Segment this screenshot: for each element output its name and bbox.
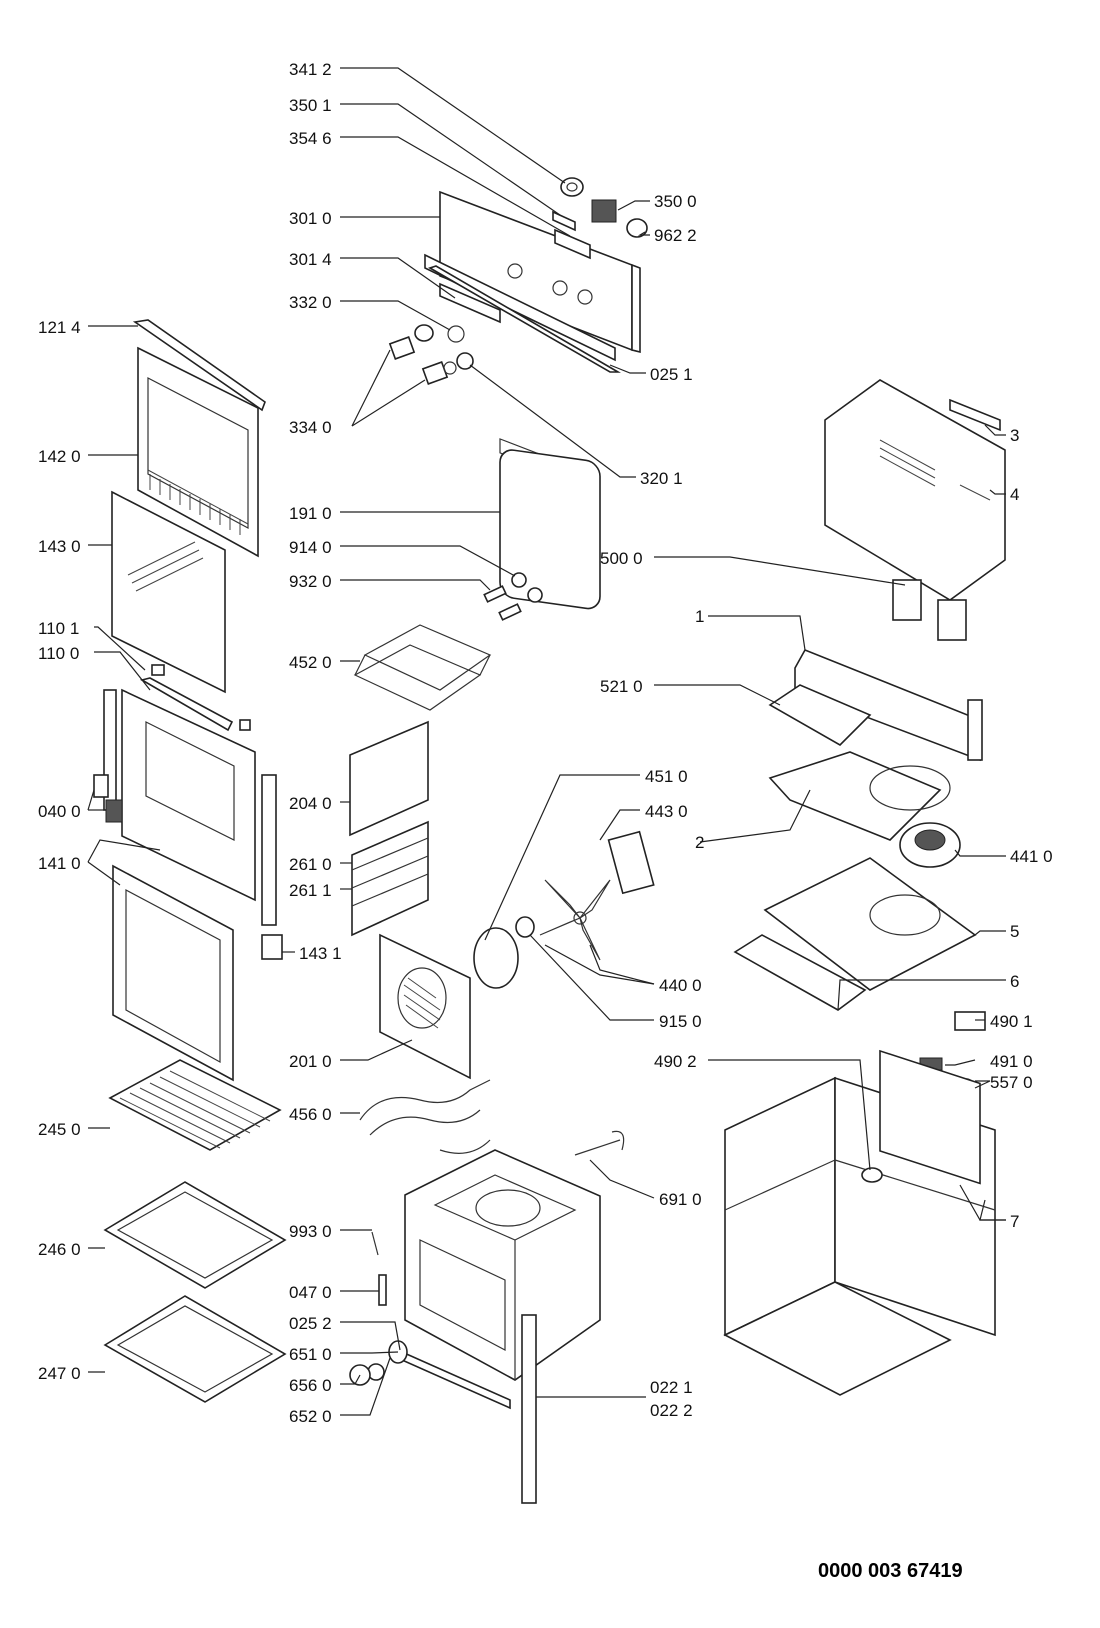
label-652-0: 652 0 [289,1407,332,1426]
document-number: 0000 003 67419 [818,1560,963,1582]
right-assembly [723,379,1006,1396]
label-490-1: 490 1 [990,1012,1033,1031]
label-451-0: 451 0 [645,767,688,786]
label-341-2: 341 2 [289,60,332,79]
label-5: 5 [1010,922,1019,941]
label-334-0: 334 0 [289,418,332,437]
door-outer-glass [137,346,259,558]
label-245-0: 245 0 [38,1120,81,1139]
part-labels: 341 2 350 1 354 6 350 0 301 0 962 2 301 … [38,60,1053,1426]
knob-341-2 [560,177,584,197]
trays-and-racks [103,1059,287,1403]
label-022-2: 022 2 [650,1401,693,1420]
label-441-0: 441 0 [1010,847,1053,866]
label-301-0: 301 0 [289,209,332,228]
label-025-1: 025 1 [650,365,693,384]
deep-tray [103,1295,287,1403]
door-assembly [93,319,283,1082]
label-110-0: 110 0 [38,644,79,663]
heating-element [359,1079,491,1154]
door-frame [121,688,256,902]
label-443-0: 443 0 [645,802,688,821]
label-915-0: 915 0 [659,1012,702,1031]
label-7: 7 [1010,1212,1019,1231]
label-521-0: 521 0 [600,677,643,696]
label-557-0: 557 0 [990,1073,1033,1092]
label-201-0: 201 0 [289,1052,332,1071]
label-332-0: 332 0 [289,293,332,312]
baking-tray [103,1181,287,1289]
label-025-2: 025 2 [289,1314,332,1333]
side-panel [349,720,429,837]
label-247-0: 247 0 [38,1364,81,1383]
fan-motor [607,830,655,895]
label-040-0: 040 0 [38,802,81,821]
label-191-0: 191 0 [289,504,332,523]
fan-blade [539,879,611,961]
label-932-0: 932 0 [289,572,332,591]
label-110-1: 110 1 [38,619,79,638]
label-651-0: 651 0 [289,1345,332,1364]
label-993-0: 993 0 [289,1222,332,1241]
label-350-1: 350 1 [289,96,332,115]
label-962-2: 962 2 [654,226,697,245]
label-500-0: 500 0 [600,549,643,568]
label-143-1: 143 1 [299,944,342,963]
label-3: 3 [1010,426,1019,445]
label-261-1: 261 1 [289,881,332,900]
label-2: 2 [695,833,704,852]
label-691-0: 691 0 [659,1190,702,1209]
label-490-2: 490 2 [654,1052,697,1071]
label-491-0: 491 0 [990,1052,1033,1071]
label-354-6: 354 6 [289,129,332,148]
door-inner-glass [111,490,226,694]
label-143-0: 143 0 [38,537,81,556]
cavity-parts [349,449,655,1504]
leader-lines [87,67,1006,1416]
label-301-4: 301 4 [289,250,332,269]
label-452-0: 452 0 [289,653,332,672]
label-456-0: 456 0 [289,1105,332,1124]
top-bracket [824,379,1006,601]
label-440-0: 440 0 [659,976,702,995]
label-204-0: 204 0 [289,794,332,813]
label-141-0: 141 0 [38,854,81,873]
control-panel-assembly [388,177,648,477]
label-6: 6 [1010,972,1019,991]
control-board [768,684,872,746]
label-1: 1 [695,607,704,626]
side-rail [521,1314,537,1504]
cover-plate [768,751,942,841]
label-121-4: 121 4 [38,318,81,337]
label-022-1: 022 1 [650,1378,693,1397]
oven-cavity [404,1149,601,1381]
label-246-0: 246 0 [38,1240,81,1259]
label-261-0: 261 0 [289,855,332,874]
rear-panel [379,933,471,1080]
label-320-1: 320 1 [640,469,683,488]
label-656-0: 656 0 [289,1376,332,1395]
label-4: 4 [1010,485,1019,504]
label-142-0: 142 0 [38,447,81,466]
label-047-0: 047 0 [289,1283,332,1302]
switch-350-0 [591,199,617,223]
label-914-0: 914 0 [289,538,332,557]
oven-gasket [499,449,601,610]
label-350-0: 350 0 [654,192,697,211]
